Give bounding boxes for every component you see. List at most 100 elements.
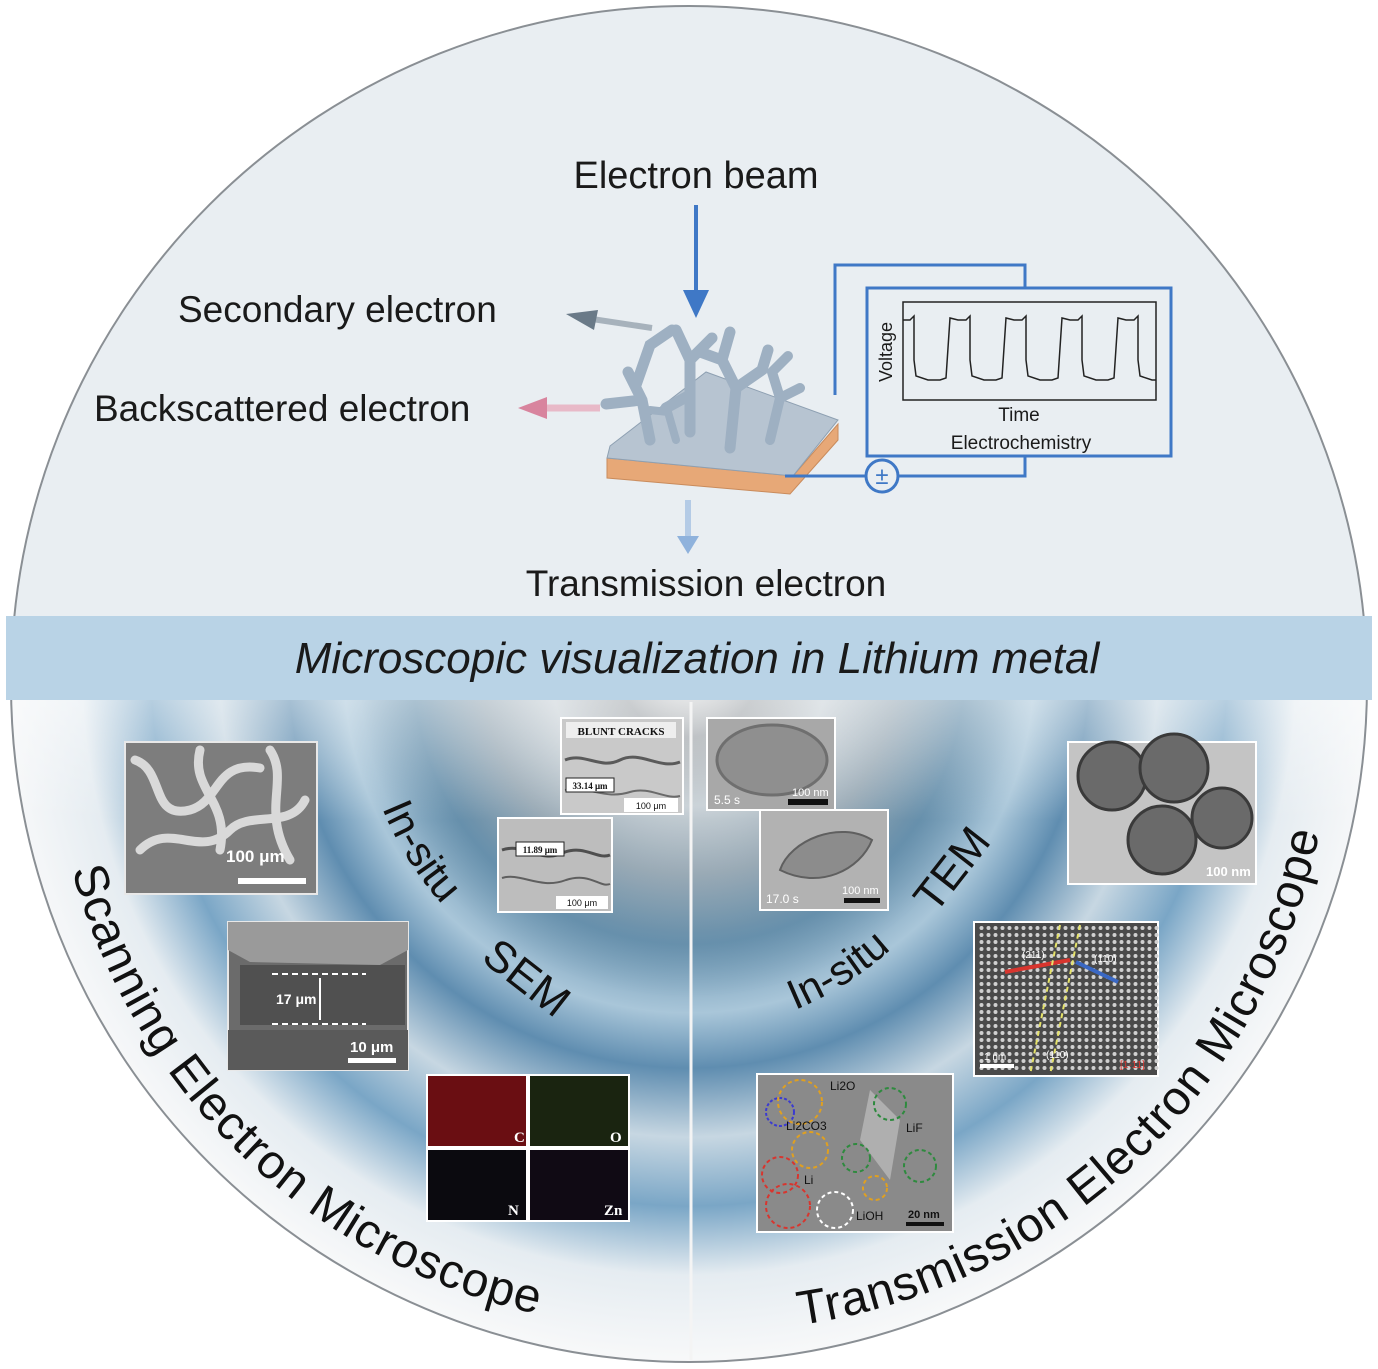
lattice-dot [1140, 933, 1145, 937]
lattice-dot [1007, 1038, 1012, 1042]
lattice-dot [1147, 1031, 1152, 1035]
lattice-dot [1077, 1024, 1082, 1028]
lattice-dot [1126, 1024, 1131, 1028]
lattice-dot [993, 1024, 998, 1028]
lattice-dot [979, 968, 984, 972]
lattice-dot [1028, 947, 1033, 951]
lattice-dot [1014, 982, 1019, 986]
lattice-dot [1105, 1024, 1110, 1028]
lattice-dot [1126, 1017, 1131, 1021]
lattice-dot [1133, 1066, 1138, 1070]
lattice-dot [986, 947, 991, 951]
lattice-dot [986, 1045, 991, 1049]
lattice-dot [1098, 1031, 1103, 1035]
lattice-dot [1063, 1024, 1068, 1028]
lattice-dot [1056, 1010, 1061, 1014]
lattice-dot [1105, 982, 1110, 986]
lattice-dot [1035, 968, 1040, 972]
lattice-dot [1105, 1066, 1110, 1070]
lattice-dot [1119, 1059, 1124, 1063]
lattice-dot [1084, 1024, 1089, 1028]
lattice-dot [1147, 1066, 1152, 1070]
lattice-dot [1028, 1038, 1033, 1042]
lattice-dot [1119, 1010, 1124, 1014]
lattice-dot [1133, 1052, 1138, 1056]
lattice-dot [1133, 989, 1138, 993]
lattice-dot [979, 961, 984, 965]
lattice-dot [1140, 954, 1145, 958]
lattice-dot [1021, 975, 1026, 979]
lattice-dot [1112, 926, 1117, 930]
lattice-dot [1119, 1017, 1124, 1021]
lattice-dot [1126, 1059, 1131, 1063]
lattice-dot [1035, 947, 1040, 951]
sei-label-li2co3: Li2CO3 [786, 1119, 827, 1133]
lattice-dot [1000, 1038, 1005, 1042]
lattice-dot [1056, 1052, 1061, 1056]
lattice-dot [1042, 1031, 1047, 1035]
lattice-dot [1007, 933, 1012, 937]
lattice-dot [1049, 940, 1054, 944]
lattice-dot [1007, 940, 1012, 944]
transmission-arrow [677, 500, 699, 554]
lattice-dot [1084, 1010, 1089, 1014]
lattice-dot [1070, 947, 1075, 951]
circuit [785, 263, 1027, 478]
lattice-dot [1070, 975, 1075, 979]
lattice-dot [1000, 940, 1005, 944]
lattice-dot [1007, 961, 1012, 965]
lattice-dot [1112, 1010, 1117, 1014]
beam-label: Electron beam [573, 155, 818, 197]
lattice-dot [1119, 1038, 1124, 1042]
lattice-dot [1126, 961, 1131, 965]
lattice-dot [1014, 989, 1019, 993]
lattice-dot [1084, 1045, 1089, 1049]
lattice-dot [1007, 1045, 1012, 1049]
lattice-dot [979, 1059, 984, 1063]
lattice-dot [1140, 1017, 1145, 1021]
lattice-dot [1049, 982, 1054, 986]
lattice-dot [1014, 1024, 1019, 1028]
lattice-dot [1056, 940, 1061, 944]
lattice-dot [1140, 1059, 1145, 1063]
lattice-dot [1140, 982, 1145, 986]
lattice-dot [1105, 926, 1110, 930]
lattice-dot [1133, 947, 1138, 951]
lattice-dot [993, 996, 998, 1000]
lattice-dot [993, 940, 998, 944]
lattice-dot [1140, 1045, 1145, 1049]
lattice-dot [979, 1017, 984, 1021]
lattice-dot [1154, 961, 1159, 965]
lattice-dot [1014, 954, 1019, 958]
sem-image-cross-section: 17 μm 10 μm [227, 921, 409, 1071]
lattice-dot [1049, 1052, 1054, 1056]
lattice-dot [986, 1003, 991, 1007]
lattice-dot [1105, 947, 1110, 951]
lattice-dot [1112, 940, 1117, 944]
lattice-dot [1000, 1045, 1005, 1049]
lattice-dot [1014, 1052, 1019, 1056]
tem-frame2-scale: 100 nm [842, 885, 879, 897]
lattice-dot [986, 1059, 991, 1063]
voltage-chart: Voltage Time Electrochemistry [865, 286, 1173, 458]
lattice-dot [1154, 1024, 1159, 1028]
lattice-dot [1014, 961, 1019, 965]
lattice-dot [1007, 1010, 1012, 1014]
lattice-dot [1105, 954, 1110, 958]
sem-insitu-image-1: BLUNT CRACKS 33.14 μm 100 μm [560, 717, 684, 815]
tem-insitu-frame-2: 17.0 s 100 nm [759, 809, 889, 911]
lattice-dot [993, 926, 998, 930]
lattice-dot [1021, 1010, 1026, 1014]
lattice-dot [1056, 1045, 1061, 1049]
lattice-dot [1077, 975, 1082, 979]
lattice-dot [1056, 954, 1061, 958]
lattice-dot [1056, 996, 1061, 1000]
lattice-dot [1112, 989, 1117, 993]
sem-image2-thickness: 17 μm [276, 991, 316, 1007]
lattice-dot [1126, 926, 1131, 930]
lattice-dot [1014, 1003, 1019, 1007]
lattice-dot [1063, 968, 1068, 972]
lattice-dot [979, 1045, 984, 1049]
lattice-dot [1154, 926, 1159, 930]
lattice-dot [986, 961, 991, 965]
